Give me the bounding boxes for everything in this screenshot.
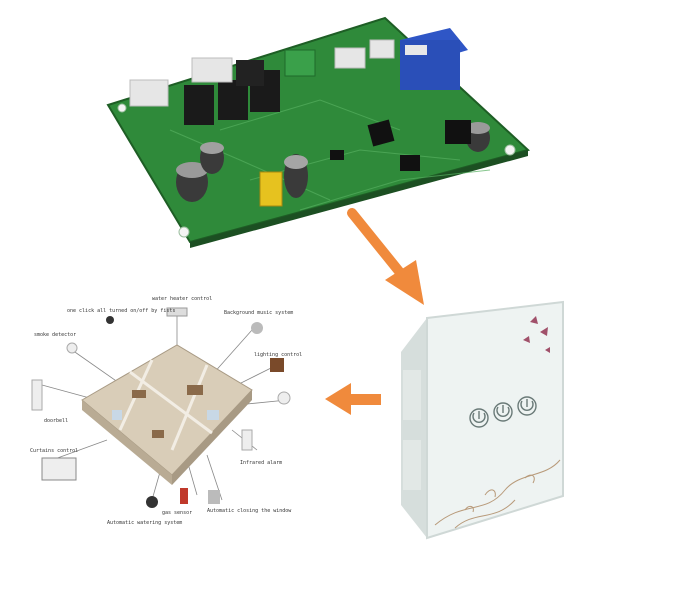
label-smoke-detector: smoke detector (34, 332, 77, 338)
butterfly-decoration (523, 316, 550, 353)
arrow-left-icon (325, 383, 381, 415)
house-floorplan-illustration (31, 307, 291, 508)
circuit-board-photo (106, 16, 531, 248)
transformer-component (400, 28, 468, 90)
label-curtains-control: Curtains control (30, 448, 79, 454)
arrow-down-right-icon (347, 208, 424, 305)
touch-button-2 (493, 402, 513, 422)
label-gas-sensor: gas sensor (162, 510, 193, 516)
touch-switch-panel-photo (401, 300, 564, 540)
label-automatic-closing-window: Automatic closing the window (207, 508, 292, 514)
label-doorbell: doorbell (44, 418, 69, 424)
touch-button-1 (469, 408, 489, 428)
capacitor-components (176, 122, 490, 202)
label-infrared-alarm: Infrared alarm (240, 460, 283, 466)
touch-button-3 (517, 396, 537, 416)
smart-home-diagram: water heater control Background music sy… (12, 290, 312, 550)
label-background-music: Background music system (224, 310, 294, 316)
label-lighting-control: lighting control (254, 352, 303, 358)
label-one-click: one click all turned on/off by fists (67, 308, 176, 314)
glass-panel-face (426, 300, 564, 540)
floral-decoration (434, 459, 561, 529)
label-automatic-watering: Automatic watering system (107, 520, 183, 526)
touch-buttons (469, 396, 537, 428)
relay-components (184, 60, 280, 125)
label-water-heater-control: water heater control (152, 296, 213, 302)
